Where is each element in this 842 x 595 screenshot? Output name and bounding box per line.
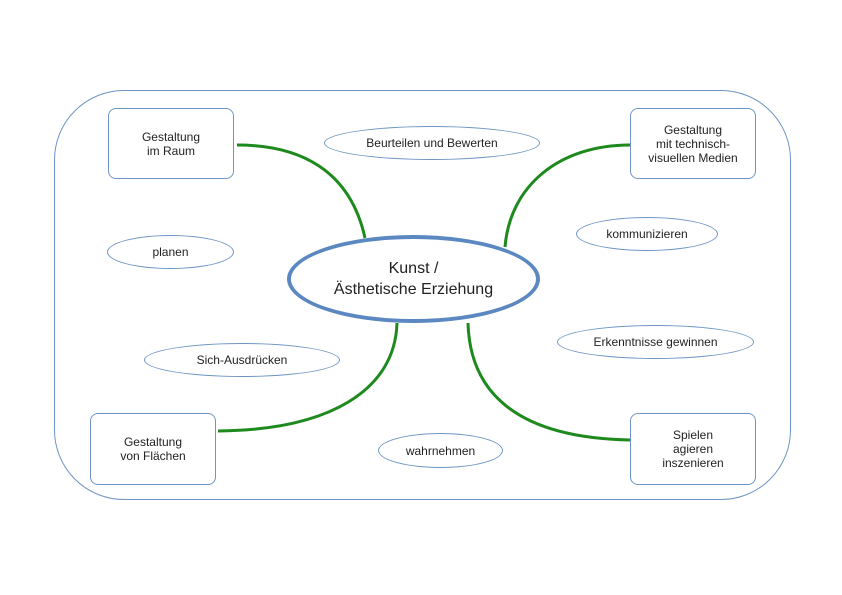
box-gestaltung-raum: Gestaltung im Raum [108, 108, 234, 179]
oval-sich-ausdruecken: Sich-Ausdrücken [144, 343, 340, 377]
diagram-frame [54, 90, 791, 500]
connector-medien [503, 143, 631, 248]
center-node: Kunst / Ästhetische Erziehung [287, 235, 540, 323]
oval-beurteilen: Beurteilen und Bewerten [324, 126, 540, 160]
oval-planen: planen [107, 235, 234, 269]
oval-wahrnehmen: wahrnehmen [378, 433, 503, 468]
center-title-line2: Ästhetische Erziehung [333, 281, 494, 298]
connector-spielen [466, 322, 631, 442]
connector-flaechen [217, 322, 399, 433]
box-gestaltung-medien: Gestaltung mit technisch- visuellen Medi… [630, 108, 756, 179]
oval-kommunizieren: kommunizieren [576, 217, 718, 251]
center-title-line1: Kunst / [388, 260, 439, 277]
connector-raum [236, 143, 367, 239]
box-spielen: Spielen agieren inszenieren [630, 413, 756, 485]
box-gestaltung-flaechen: Gestaltung von Flächen [90, 413, 216, 485]
oval-erkenntnisse: Erkenntnisse gewinnen [557, 325, 754, 359]
